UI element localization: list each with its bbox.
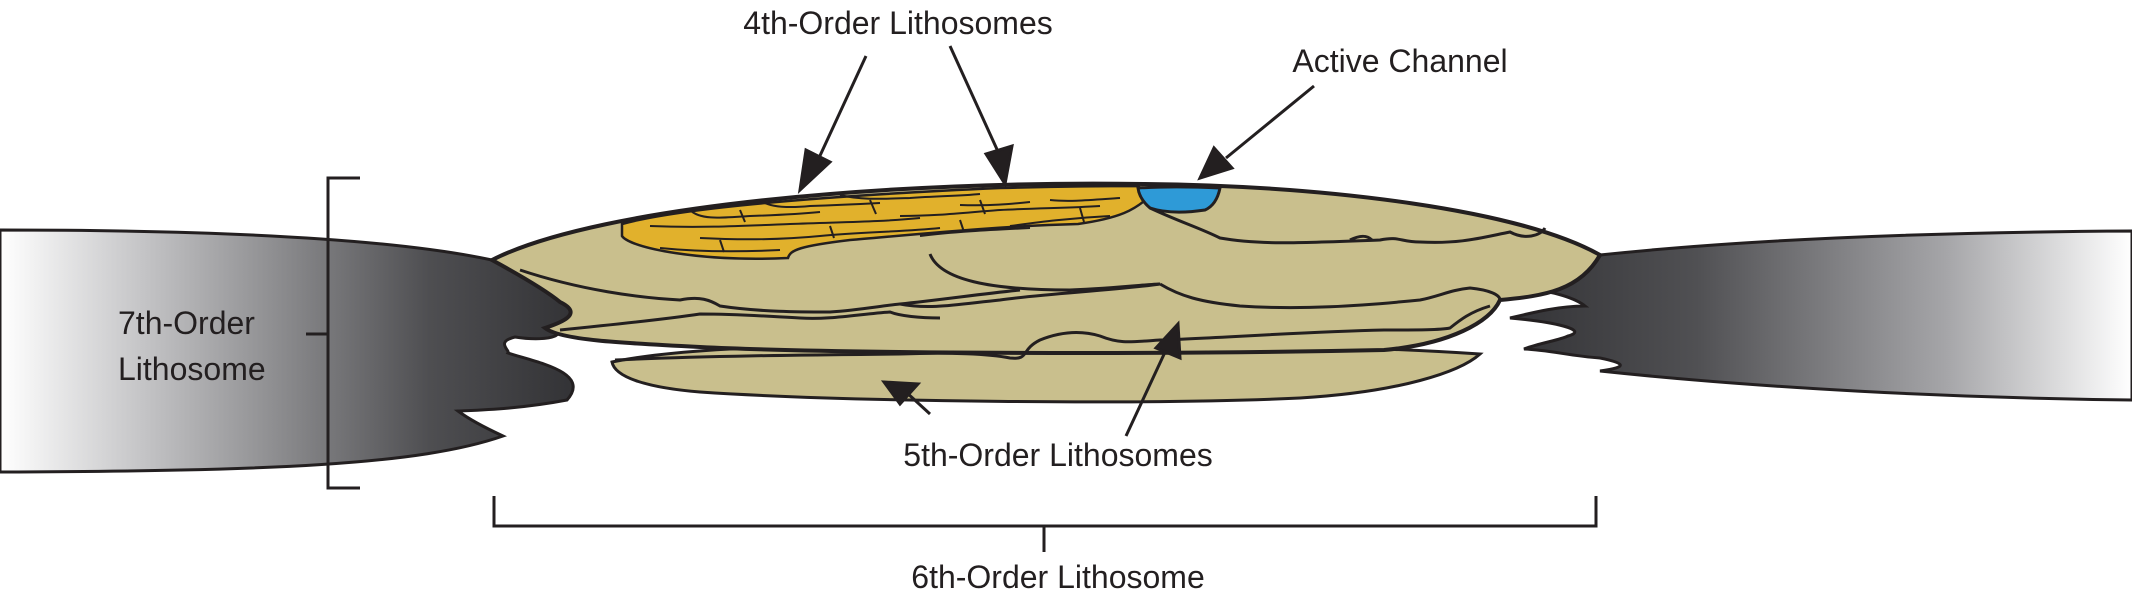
- label-sixth-order-lithosome: 6th-Order Lithosome: [911, 559, 1204, 595]
- label-fourth-order-lithosomes: 4th-Order Lithosomes: [743, 5, 1052, 41]
- active-channel: [1136, 185, 1222, 214]
- sixth-order-bracket: [492, 496, 1598, 552]
- seventh-order-lithosome-left: [0, 228, 575, 474]
- label-fifth-order-lithosomes: 5th-Order Lithosomes: [903, 437, 1212, 473]
- label-active-channel: Active Channel: [1292, 43, 1507, 79]
- label-seventh-order-line2: Lithosome: [118, 351, 266, 387]
- fourth-order-internal-boundaries: [649, 193, 1121, 253]
- seventh-order-lithosome-right: [1509, 229, 2132, 402]
- fourth-order-lithosomes: [620, 184, 1152, 260]
- seventh-order-bracket: [306, 176, 360, 490]
- label-seventh-order-line1: 7th-Order: [118, 305, 255, 341]
- fifth-order-boundaries: [519, 206, 1547, 362]
- annotation-arrows: [797, 45, 1315, 437]
